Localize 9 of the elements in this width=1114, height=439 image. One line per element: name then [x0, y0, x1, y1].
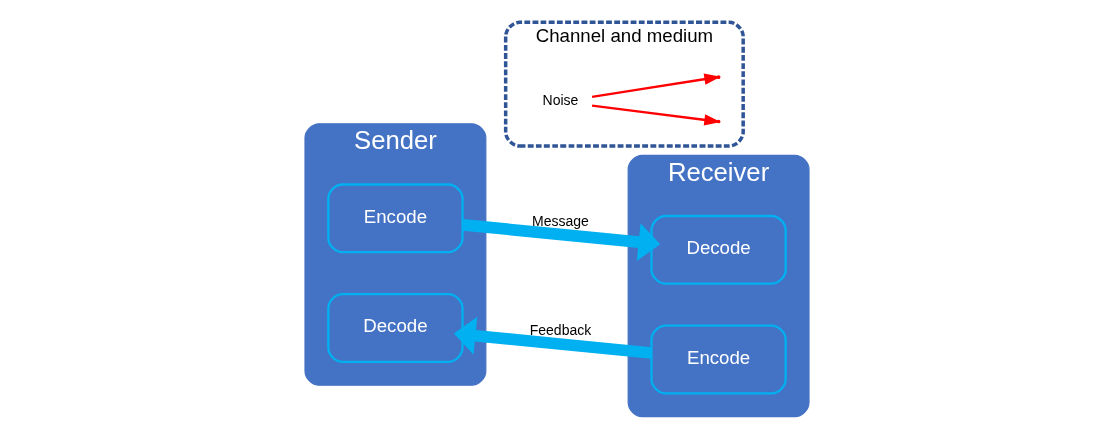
arrow	[462, 219, 661, 261]
node-box: Decode	[650, 214, 787, 285]
node-box: Encode	[327, 183, 464, 254]
edge-label: Feedback	[529, 321, 592, 338]
arrow	[453, 316, 652, 359]
edge-label: Message	[532, 213, 589, 230]
node-box: Encode	[650, 324, 787, 395]
node-text: Noise	[542, 92, 579, 109]
node-box: Decode	[327, 293, 464, 363]
